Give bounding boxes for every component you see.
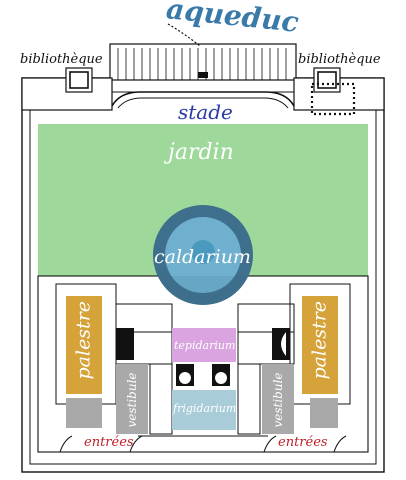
palestra-left-label: palestre (72, 300, 95, 380)
palestra-right-room (302, 296, 338, 394)
frigidarium-label: frigidarium (173, 402, 237, 415)
tepidarium-room (172, 328, 236, 362)
vestibule-left-room (116, 364, 148, 434)
frigidarium-niche-left (179, 372, 191, 384)
vestibule-right-room (262, 364, 294, 434)
aqueduct-outlet (198, 72, 208, 78)
caldarium-label: caldarium (154, 246, 251, 268)
frigidarium-niche-right (215, 372, 227, 384)
vestibule-right-label: vestibule (271, 372, 285, 428)
apse-right (272, 328, 290, 360)
entrance-arc-left-2 (129, 435, 143, 453)
entrances-left-label: entrées (84, 435, 134, 450)
library-left-niche (69, 71, 89, 89)
library-right-label: bibliothèque (298, 52, 381, 67)
side-room-right (310, 398, 338, 428)
tepidarium-label: tepidarium (174, 339, 236, 352)
stadium-stand-inner (117, 97, 289, 109)
stadium-label: stade (178, 100, 233, 124)
palestra-left-room (66, 296, 102, 394)
garden-label: jardin (168, 140, 234, 165)
library-left-label: bibliothèque (20, 52, 103, 67)
apse-left (116, 328, 134, 360)
library-right-dotted-room (310, 82, 356, 116)
entrance-arc-right-1 (263, 435, 277, 453)
vestibule-left-label: vestibule (125, 372, 139, 428)
palestra-right-label: palestre (308, 300, 331, 380)
frigidarium-room (172, 390, 236, 430)
caldarium-bottom-cut (160, 276, 246, 301)
aqueduct-arcades (117, 48, 287, 80)
stadium-stand (111, 91, 295, 107)
side-room-left (66, 398, 102, 428)
entrance-arc-left-1 (59, 435, 73, 453)
library-right-niche (317, 71, 337, 89)
entrance-arc-right-2 (333, 435, 347, 453)
caldarium-core (191, 240, 215, 264)
entrances-right-label: entrées (278, 435, 328, 450)
